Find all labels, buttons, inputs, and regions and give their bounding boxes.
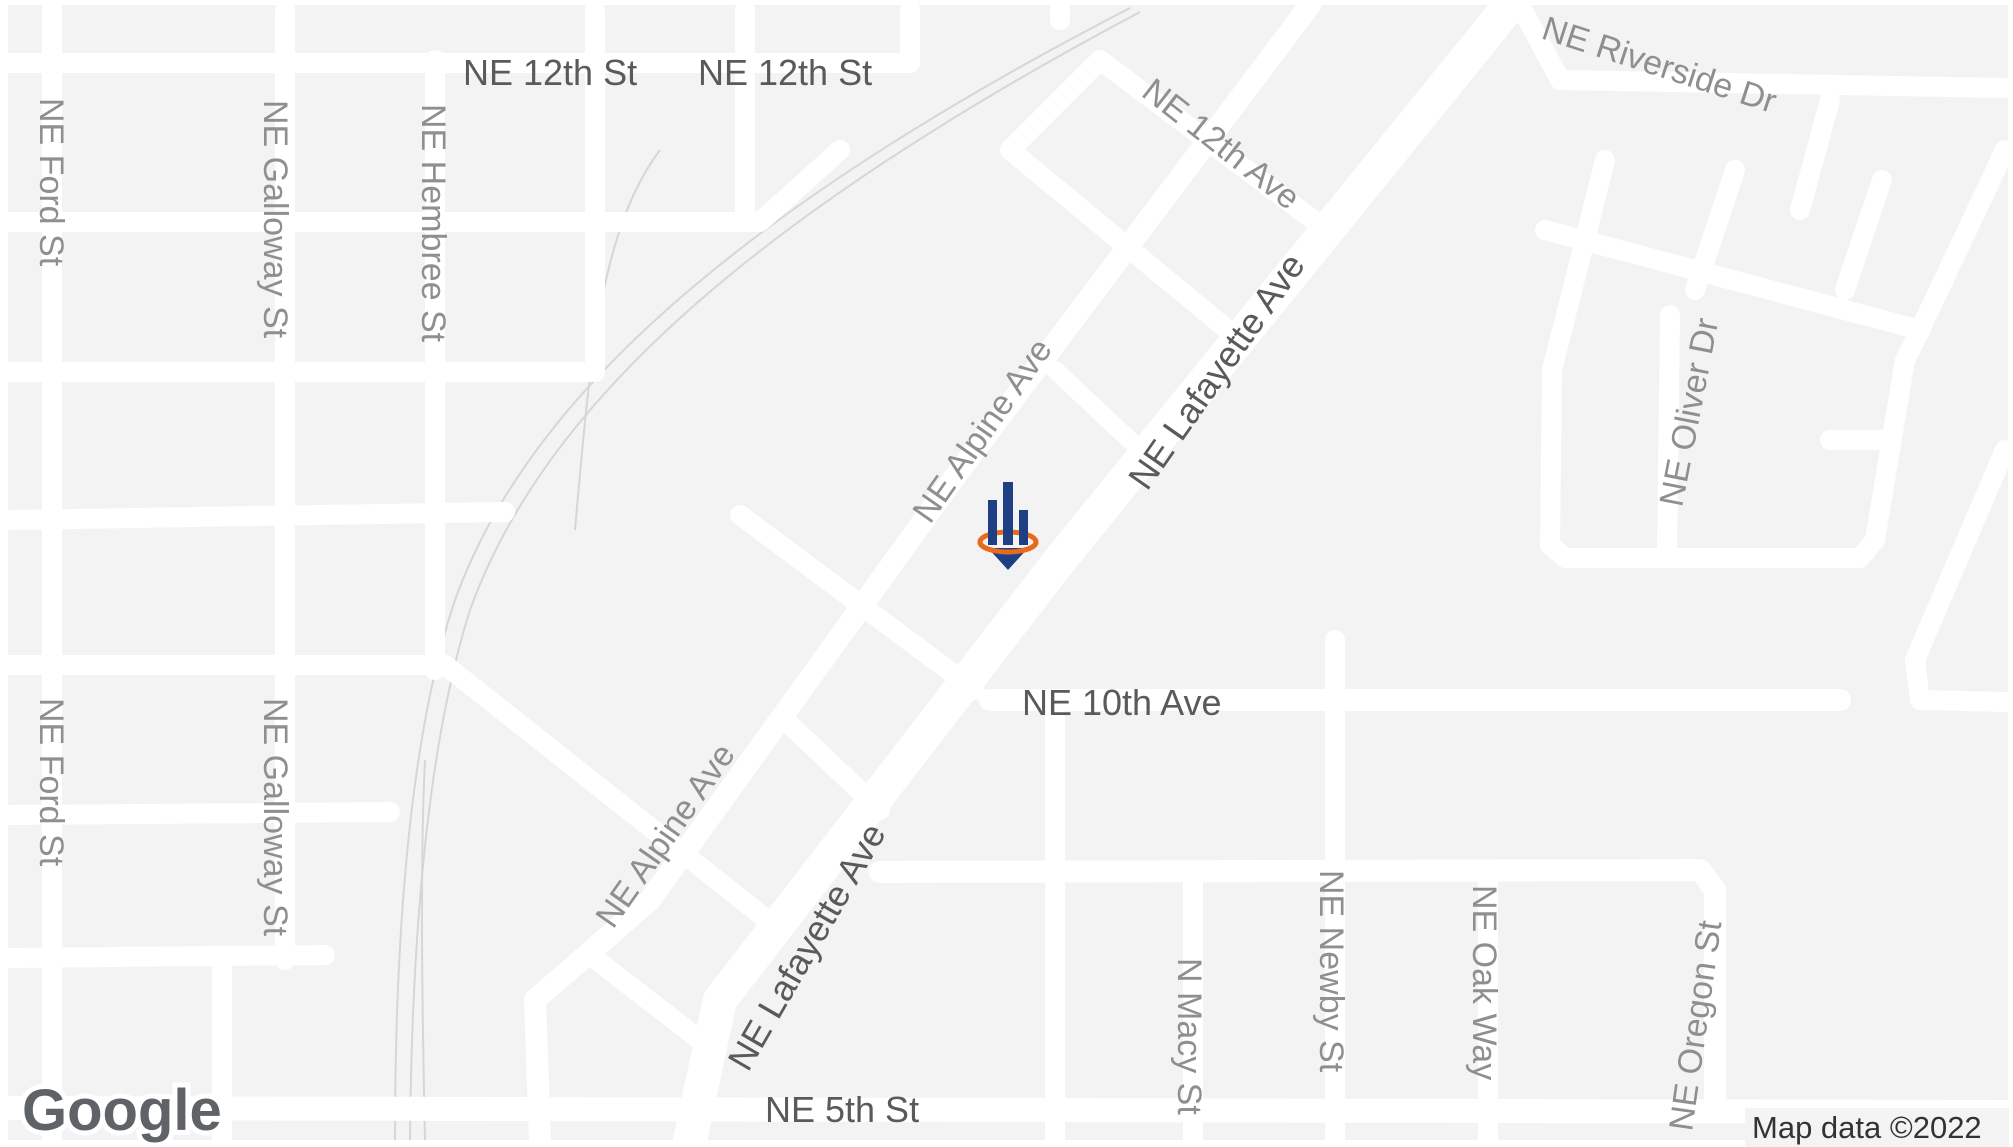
label-ne-newby-st: NE Newby St — [1312, 870, 1350, 1073]
label-ne-galloway-st-top: NE Galloway St — [256, 100, 294, 339]
label-n-macy-st: N Macy St — [1170, 958, 1208, 1115]
svg-text:Google: Google — [22, 1078, 222, 1143]
building-pin-icon[interactable] — [977, 482, 1039, 570]
map-attribution[interactable]: Map data ©2022 — [1745, 1108, 2009, 1147]
label-ne-ford-st-bottom: NE Ford St — [32, 698, 70, 867]
label-ne-12th-st-a: NE 12th St — [463, 52, 637, 93]
label-ne-12th-st-b: NE 12th St — [698, 52, 872, 93]
label-ne-ford-st-top: NE Ford St — [32, 98, 70, 267]
map-background — [8, 5, 2008, 1140]
label-ne-hembree-st: NE Hembree St — [414, 104, 452, 343]
label-ne-5th-st: NE 5th St — [765, 1089, 919, 1130]
svg-text:Map data ©2022: Map data ©2022 — [1752, 1110, 1982, 1145]
label-ne-10th-ave: NE 10th Ave — [1022, 682, 1221, 723]
svg-text:Google: Google — [22, 1078, 222, 1143]
label-ne-galloway-st-bottom: NE Galloway St — [256, 698, 294, 937]
label-ne-oak-way: NE Oak Way — [1465, 885, 1503, 1080]
google-logo: Google Google — [17, 1073, 227, 1147]
